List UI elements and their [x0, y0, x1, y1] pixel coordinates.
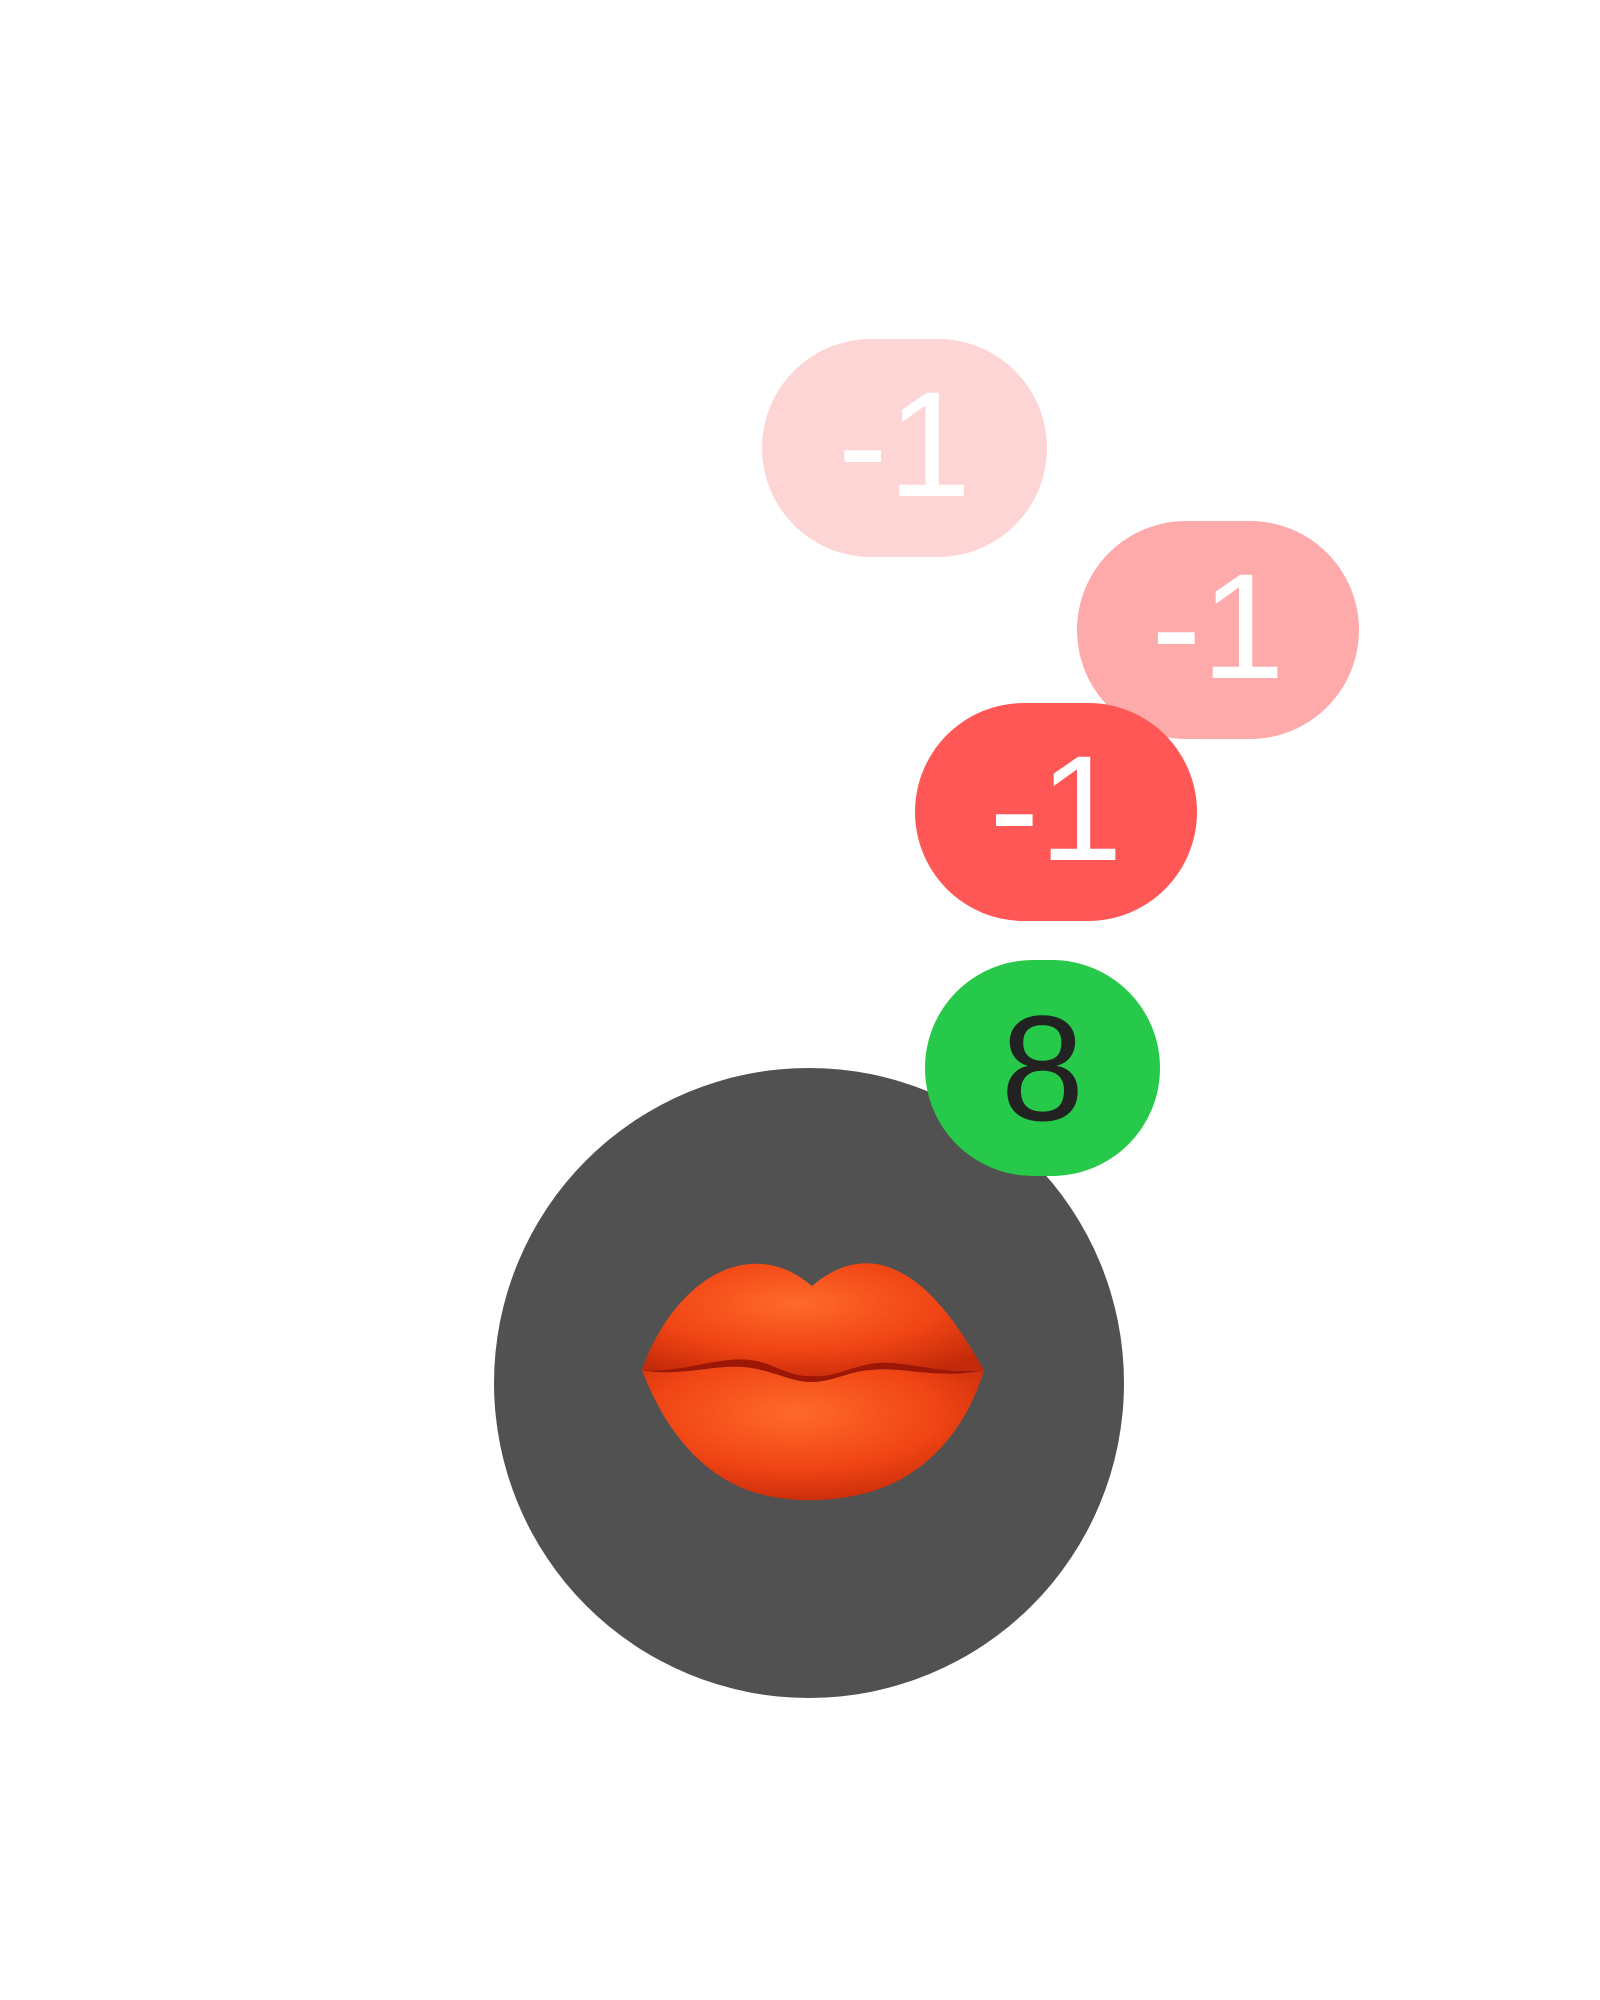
- delta-label: -1: [989, 724, 1123, 892]
- delta-label: -1: [837, 360, 972, 528]
- delta-badge-faded: -1: [762, 339, 1047, 557]
- delta-badge-mid: -1: [1077, 521, 1359, 739]
- delta-label: -1: [1151, 542, 1285, 710]
- count-value: 8: [1000, 983, 1085, 1152]
- kiss-lips-icon: [642, 1263, 984, 1501]
- delta-badge-active: -1: [915, 703, 1197, 921]
- count-badge: 8: [925, 960, 1160, 1176]
